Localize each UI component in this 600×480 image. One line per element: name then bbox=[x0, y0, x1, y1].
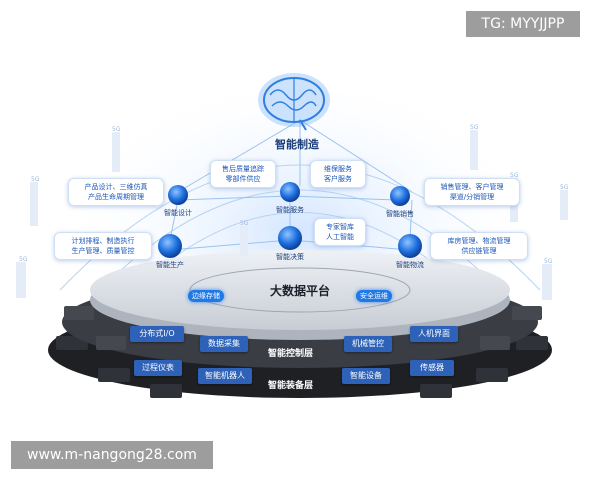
callout-service-2: 维保服务 客户服务 bbox=[310, 160, 366, 188]
watermark-top: TG: MYYJJPP bbox=[466, 11, 580, 37]
control-layer-label: 智能控制层 bbox=[268, 349, 314, 359]
callout-line: 产品设计、三维仿真 bbox=[84, 183, 148, 191]
equipment-chip: 过程仪表 bbox=[134, 360, 182, 376]
control-chip: 人机界面 bbox=[410, 326, 458, 342]
fiveg-mark: 5G bbox=[510, 172, 519, 179]
callout-sales: 销售管理、客户管理 渠道/分销管理 bbox=[424, 178, 520, 206]
node-label-sales: 智能销售 bbox=[386, 210, 414, 218]
watermark-bottom: www.m-nangong28.com bbox=[11, 441, 213, 469]
callout-line: 生产管理、质量管控 bbox=[71, 247, 135, 255]
node-label-production: 智能生产 bbox=[156, 261, 184, 269]
decision-node-icon bbox=[278, 226, 302, 250]
fiveg-mark: 5G bbox=[560, 184, 569, 191]
callout-line: 专家智库 bbox=[326, 223, 354, 231]
fiveg-mark: 5G bbox=[470, 124, 479, 131]
callout-line: 渠道/分销管理 bbox=[449, 193, 495, 201]
control-chip: 数据采集 bbox=[200, 336, 248, 352]
brain-icon bbox=[258, 73, 330, 131]
equipment-chip: 智能设备 bbox=[342, 368, 390, 384]
callout-line: 供应链管理 bbox=[461, 247, 497, 255]
callout-design: 产品设计、三维仿真 产品生命周期管理 bbox=[68, 178, 164, 206]
node-label-logistics: 智能物流 bbox=[396, 261, 424, 269]
node-spheres bbox=[158, 182, 422, 258]
fiveg-mark: 5G bbox=[19, 256, 28, 263]
callout-line: 维保服务 bbox=[324, 165, 352, 173]
platform-disk bbox=[90, 250, 510, 340]
callout-line: 产品生命周期管理 bbox=[88, 193, 144, 201]
production-node-icon bbox=[158, 234, 182, 258]
node-label-design: 智能设计 bbox=[164, 209, 192, 217]
callout-decision: 专家智库 人工智能 bbox=[314, 218, 366, 246]
fiveg-mark: 5G bbox=[240, 220, 249, 227]
service-node-icon bbox=[280, 182, 300, 202]
sales-node-icon bbox=[390, 186, 410, 206]
control-chip: 分布式I/O bbox=[130, 326, 184, 342]
platform-pill-right: 安全运维 bbox=[356, 290, 392, 302]
callout-line: 售后质量追踪 bbox=[222, 165, 264, 173]
callout-line: 客户服务 bbox=[324, 175, 352, 183]
equipment-layer-label: 智能装备层 bbox=[268, 381, 314, 391]
callout-production: 计划排程、制造执行 生产管理、质量管控 bbox=[54, 232, 152, 260]
logistics-node-icon bbox=[398, 234, 422, 258]
fiveg-mark: 5G bbox=[112, 126, 121, 133]
node-label-decision: 智能决策 bbox=[276, 253, 304, 261]
callout-line: 销售管理、客户管理 bbox=[440, 183, 504, 191]
control-chip: 机械管控 bbox=[344, 336, 392, 352]
fiveg-mark: 5G bbox=[31, 176, 40, 183]
callout-line: 人工智能 bbox=[326, 233, 354, 241]
callout-line: 零部件供应 bbox=[225, 175, 261, 183]
platform-title: 大数据平台 bbox=[269, 284, 330, 298]
node-label-service: 智能服务 bbox=[276, 206, 304, 214]
callout-service: 售后质量追踪 零部件供应 bbox=[210, 160, 276, 188]
equipment-chip: 传感器 bbox=[410, 360, 454, 376]
platform-pill-left: 边缘存储 bbox=[188, 290, 224, 302]
callout-logistics: 库房管理、物流管理 供应链管理 bbox=[430, 232, 528, 260]
design-node-icon bbox=[168, 185, 188, 205]
center-title: 智能制造 bbox=[275, 138, 319, 151]
callout-line: 计划排程、制造执行 bbox=[71, 237, 135, 245]
callout-line: 库房管理、物流管理 bbox=[447, 237, 511, 245]
equipment-chip: 智能机器人 bbox=[198, 368, 252, 384]
fiveg-mark: 5G bbox=[544, 258, 553, 265]
